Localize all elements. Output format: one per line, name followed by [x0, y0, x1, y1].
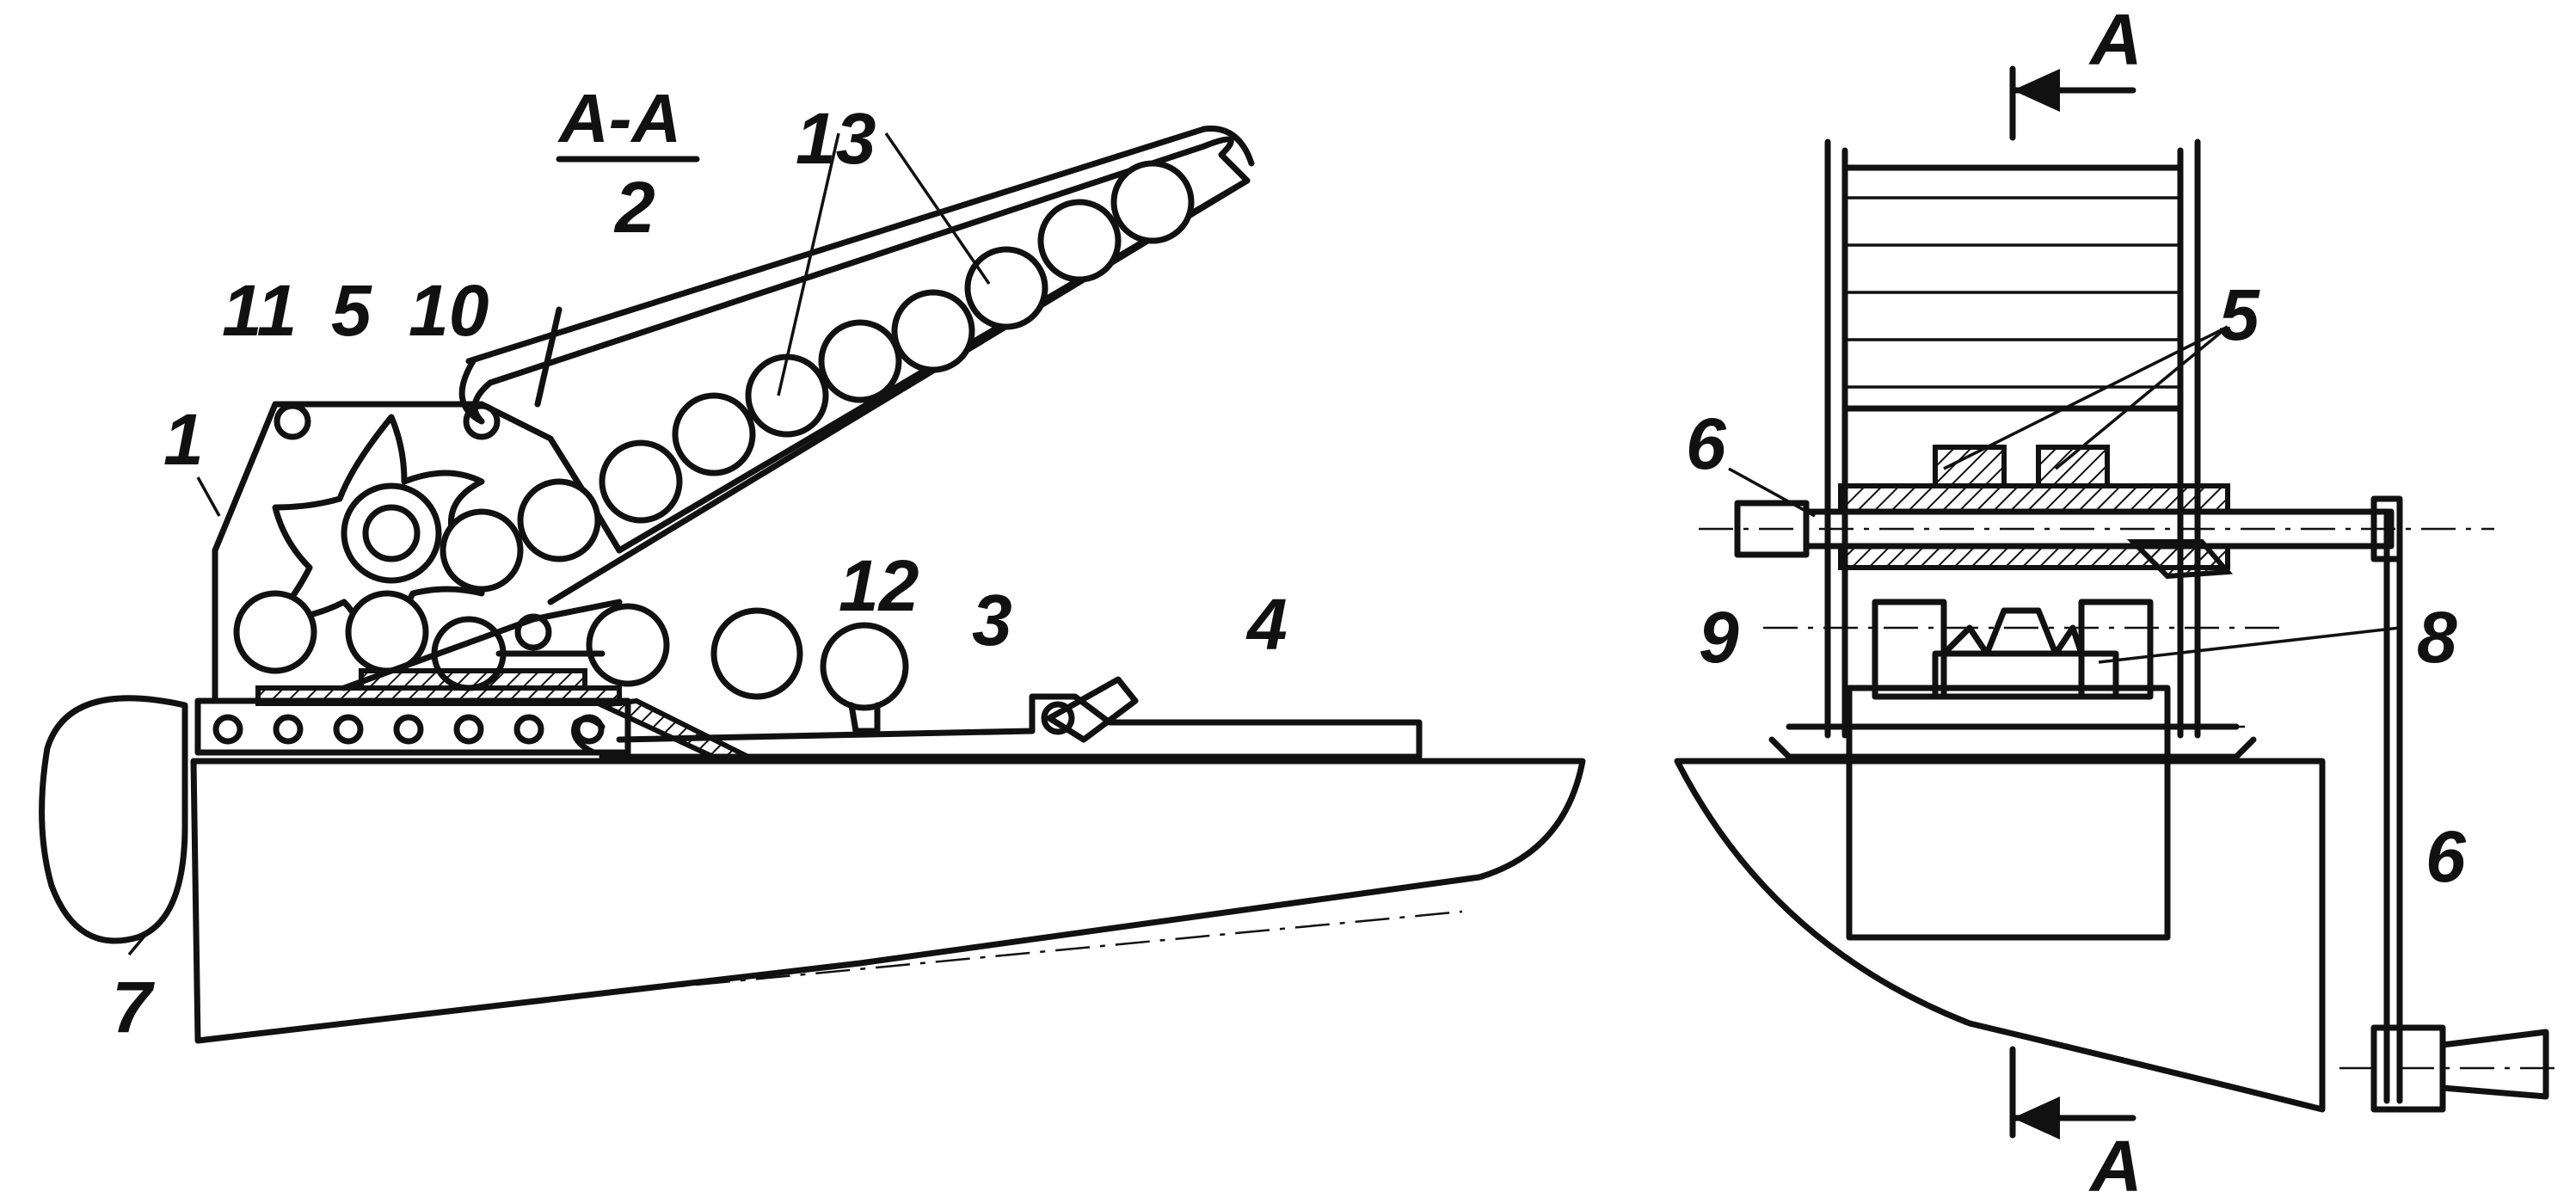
guide-hook	[571, 716, 606, 756]
label-11: 11	[222, 270, 297, 351]
hull	[190, 758, 1586, 1044]
section-arrow-top	[2013, 69, 2060, 112]
base-bolts	[212, 714, 605, 745]
crank-handle	[2339, 1024, 2563, 1113]
label-13: 13	[796, 98, 876, 179]
section-arrow-bottom	[2013, 1096, 2060, 1140]
hopper-outer	[465, 126, 1255, 365]
lever-4	[1046, 676, 1139, 743]
label-6-bottom: 6	[2425, 816, 2467, 897]
section-letter-bottom: A	[2088, 1126, 2143, 1204]
label-4: 4	[1245, 584, 1288, 665]
front-hopper	[1824, 138, 2201, 739]
label-5-front: 5	[2219, 274, 2260, 355]
ejected-balls-12	[710, 607, 909, 734]
label-10: 10	[409, 270, 489, 351]
leader-lines-left	[127, 132, 991, 956]
hopper-strut	[534, 306, 563, 408]
label-1: 1	[163, 399, 204, 480]
pivot-11	[274, 402, 311, 440]
pivot-10	[463, 402, 501, 440]
base-plate	[194, 697, 631, 756]
motor-box	[1846, 685, 2171, 941]
pusher-pivot	[514, 613, 552, 651]
rail-3	[599, 693, 1423, 760]
label-6-top: 6	[1686, 403, 1727, 484]
hopper-bottom	[547, 177, 1251, 605]
label-8: 8	[2417, 597, 2457, 678]
gear-block	[1763, 599, 2279, 700]
label-2: 2	[613, 167, 655, 248]
axle-6	[1699, 445, 2494, 580]
front-hull	[1674, 758, 2326, 1113]
section-title: A-A	[557, 80, 681, 157]
hull-centerline	[515, 910, 1463, 1004]
float-7	[39, 695, 188, 944]
hopper-balls-13	[517, 160, 1195, 562]
section-view-a-a: A-A 13 2 11 5 10 1 12 3 4 7	[39, 80, 1586, 1047]
label-5: 5	[331, 270, 372, 351]
pusher-block	[359, 668, 587, 691]
label-3: 3	[972, 580, 1012, 660]
motor-mounts	[1768, 723, 2257, 760]
chute-lip	[593, 697, 759, 764]
label-9: 9	[1699, 597, 1739, 678]
leader-lines-right	[1728, 325, 2401, 664]
front-view: A A	[1674, 0, 2563, 1204]
label-12: 12	[839, 545, 919, 626]
lever-pivot	[1041, 701, 1075, 735]
crank-6	[2383, 513, 2403, 1104]
label-7: 7	[112, 967, 155, 1047]
section-letter-top: A	[2088, 0, 2143, 80]
lower-balls	[233, 508, 670, 691]
hopper-2	[458, 136, 1251, 554]
